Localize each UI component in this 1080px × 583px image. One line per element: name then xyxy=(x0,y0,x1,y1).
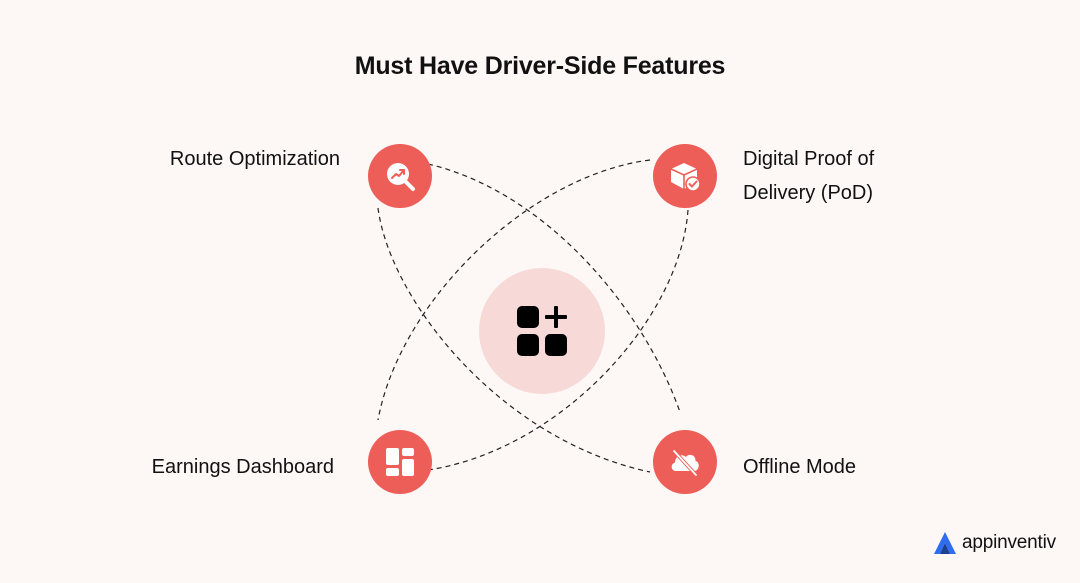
page-title: Must Have Driver-Side Features xyxy=(354,52,726,80)
apps-add-icon xyxy=(517,306,567,356)
earnings-dashboard-node xyxy=(368,430,432,494)
label-offline-mode: Offline Mode xyxy=(743,456,857,478)
connector-route-to-offline xyxy=(427,163,681,413)
label-proof-of-delivery: Digital Proof of Delivery (PoD) xyxy=(743,142,943,210)
connector-pod-to-earnings xyxy=(377,159,651,421)
route-search-icon xyxy=(387,163,415,191)
brand-name: appinventiv xyxy=(962,532,1056,553)
proof-of-delivery-node xyxy=(653,144,717,208)
route-optimization-node xyxy=(368,144,432,208)
brand-logo: appinventiv xyxy=(932,530,1056,556)
offline-mode-node xyxy=(653,430,717,494)
package-check-icon xyxy=(670,163,701,192)
label-route-optimization: Route Optimization xyxy=(169,148,340,170)
label-proof-of-delivery-line1: Digital Proof of xyxy=(743,148,875,170)
label-earnings-dashboard: Earnings Dashboard xyxy=(151,456,334,478)
connector-pod-to-earnings-right xyxy=(427,209,689,471)
cloud-off-icon xyxy=(671,449,699,477)
appinventiv-logo-icon xyxy=(934,532,956,554)
dashboard-grid-icon xyxy=(386,448,414,476)
hub-circle xyxy=(479,268,605,394)
connector-route-to-offline-left xyxy=(377,207,651,473)
label-proof-of-delivery-line2: Delivery (PoD) xyxy=(743,182,874,204)
